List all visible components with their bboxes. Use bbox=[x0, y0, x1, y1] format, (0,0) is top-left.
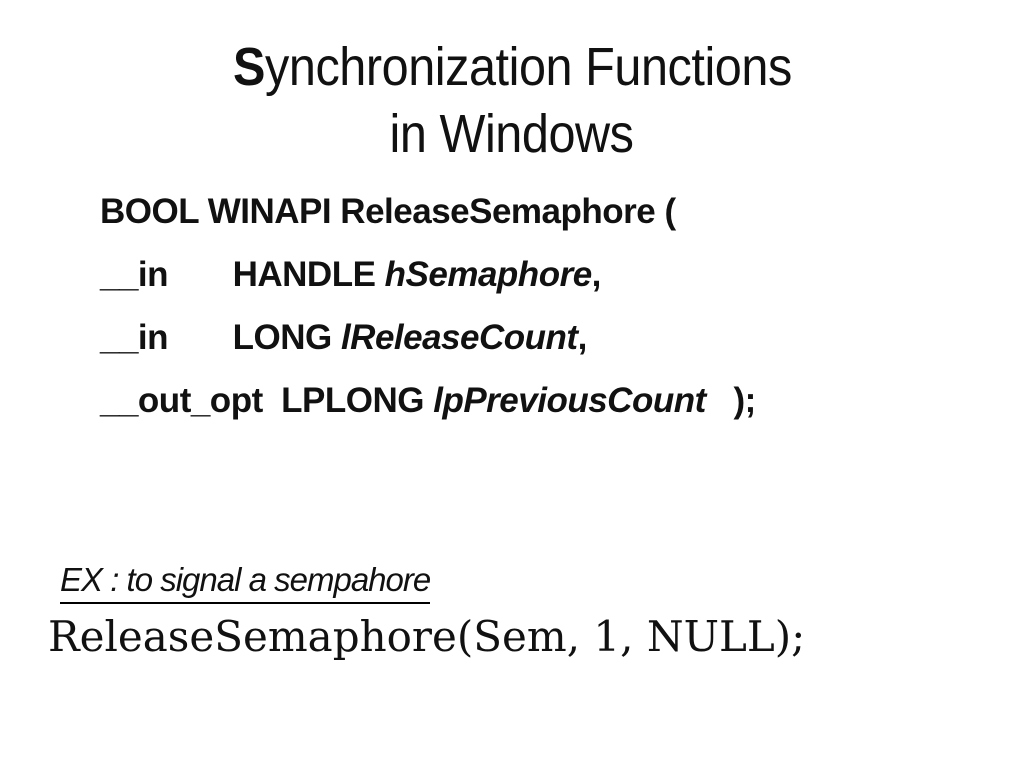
signature-line: BOOL WINAPI ReleaseSemaphore ( bbox=[100, 180, 756, 243]
code-segment: __out_opt LPLONG bbox=[100, 381, 434, 420]
example-block: EX : to signal a sempahore ReleaseSemaph… bbox=[48, 560, 805, 663]
title-line-1: Synchronization Functions bbox=[0, 34, 1024, 101]
slide-title: Synchronization Functions in Windows bbox=[0, 34, 1024, 168]
signature-line: __in LONG lReleaseCount, bbox=[100, 306, 756, 369]
title-line-1-text: Synchronization Functions bbox=[233, 34, 792, 101]
signature-line: __in HANDLE hSemaphore, bbox=[100, 243, 756, 306]
function-signature-block: BOOL WINAPI ReleaseSemaphore ( __in HANDL… bbox=[100, 180, 756, 432]
code-segment: , bbox=[591, 255, 602, 294]
example-code: ReleaseSemaphore(Sem, 1, NULL); bbox=[48, 612, 806, 661]
code-segment: lpPreviousCount bbox=[433, 381, 706, 420]
title-line-1-rest: ynchronization Functions bbox=[264, 37, 792, 97]
code-segment: hSemaphore bbox=[384, 255, 593, 294]
code-segment: __in LONG bbox=[100, 318, 341, 357]
title-line-2-text: in Windows bbox=[390, 104, 634, 164]
title-line-2: in Windows bbox=[0, 101, 1024, 168]
title-lead-letter: S bbox=[232, 37, 265, 97]
signature-line: __out_opt LPLONG lpPreviousCount ); bbox=[100, 369, 756, 432]
code-segment: BOOL WINAPI ReleaseSemaphore ( bbox=[100, 192, 676, 231]
code-segment: ); bbox=[705, 381, 756, 420]
example-heading: EX : to signal a sempahore bbox=[60, 560, 431, 604]
code-segment: lReleaseCount bbox=[340, 318, 578, 357]
code-segment: , bbox=[577, 318, 588, 357]
code-segment: __in HANDLE bbox=[100, 255, 385, 294]
